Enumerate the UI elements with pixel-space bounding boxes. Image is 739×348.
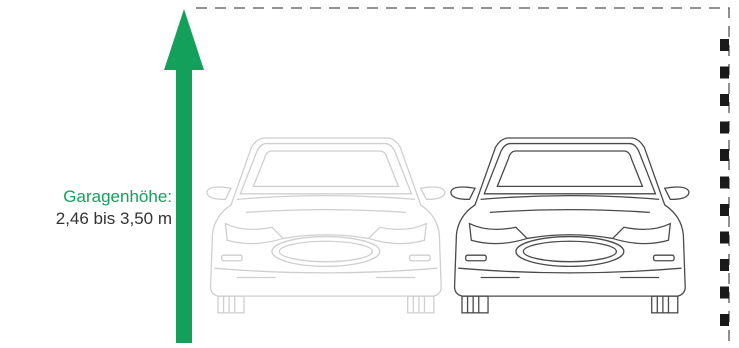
wall-tile xyxy=(720,314,729,326)
garage-height-title: Garagenhöhe: xyxy=(56,186,172,208)
garage-outline xyxy=(196,8,729,343)
wall-tile xyxy=(720,149,729,161)
wall-tile xyxy=(720,39,729,51)
wall-tile xyxy=(720,94,729,106)
car-front-faded-icon xyxy=(207,138,445,313)
up-arrow-icon xyxy=(164,9,204,343)
wall-tile xyxy=(720,232,729,244)
garage-height-value: 2,46 bis 3,50 m xyxy=(56,208,172,230)
wall-tile xyxy=(720,204,729,216)
car-front-icon xyxy=(451,138,689,313)
garage-wall-icon xyxy=(720,39,729,326)
garage-height-label: Garagenhöhe: 2,46 bis 3,50 m xyxy=(56,186,172,230)
wall-tile xyxy=(720,259,729,271)
wall-tile xyxy=(720,177,729,189)
wall-tile xyxy=(720,67,729,79)
wall-tile xyxy=(720,122,729,134)
wall-tile xyxy=(720,287,729,299)
